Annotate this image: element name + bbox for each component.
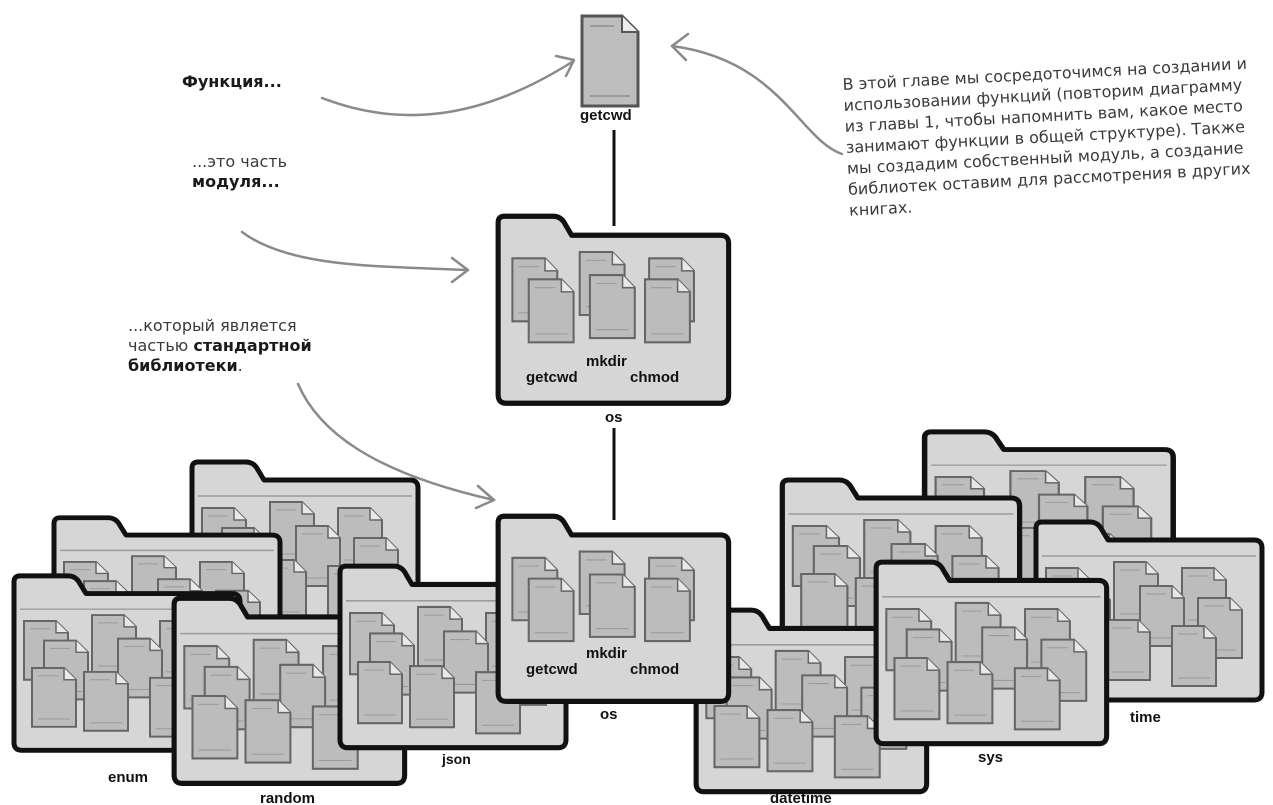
- library-folder-icon: [876, 562, 1107, 744]
- library-module-label-enum: enum: [108, 770, 148, 785]
- module-callout-text: ...это часть: [192, 152, 287, 171]
- library-function-label-getcwd: getcwd: [526, 662, 578, 677]
- module-arrow: [242, 232, 466, 270]
- function-label-chmod: chmod: [630, 370, 679, 385]
- module-callout-emphasis: модуля...: [192, 172, 280, 191]
- library-function-label-chmod: chmod: [630, 662, 679, 677]
- module-callout: ...это часть модуля...: [192, 152, 312, 192]
- library-function-label-mkdir: mkdir: [586, 646, 627, 661]
- function-callout: Функция...: [182, 72, 282, 92]
- library-module-label-os: os: [600, 707, 618, 722]
- function-label-getcwd: getcwd: [526, 370, 578, 385]
- file-icon: [582, 16, 638, 106]
- library-callout-period: .: [238, 356, 243, 375]
- function-label-mkdir: mkdir: [586, 354, 627, 369]
- library-module-label-random: random: [260, 791, 315, 805]
- chapter-note: В этой главе мы сосредоточимся на создан…: [842, 52, 1267, 221]
- library-module-label-datetime: datetime: [770, 791, 832, 805]
- module-label: os: [605, 410, 623, 425]
- library-module-label-time: time: [1130, 710, 1161, 725]
- library-module-label-json: json: [442, 752, 471, 766]
- library-module-label-sys: sys: [978, 750, 1003, 765]
- function-arrow: [322, 62, 572, 115]
- note-arrow: [672, 46, 842, 154]
- library-callout: ...который является частью стандартной б…: [128, 316, 348, 376]
- file-label: getcwd: [580, 108, 632, 123]
